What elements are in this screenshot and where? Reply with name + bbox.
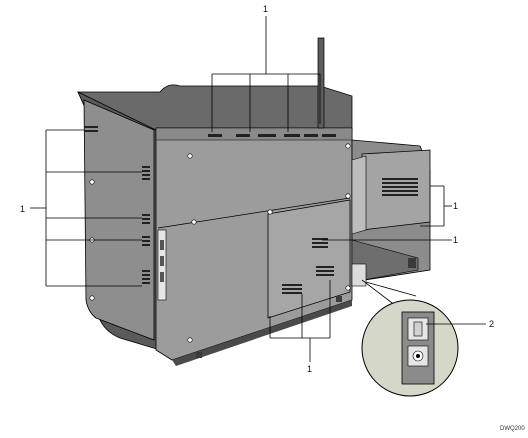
interface-panel	[157, 229, 167, 301]
callout-top: 1	[263, 4, 268, 14]
right-side-unit	[351, 139, 431, 283]
vent-rear-bottom	[282, 266, 334, 294]
vent-left-upper	[84, 126, 150, 180]
figure-code: DWQ200	[500, 426, 525, 432]
vent-left-middle	[142, 214, 150, 246]
vent-rear-center	[312, 238, 328, 248]
power-inlet	[351, 263, 367, 287]
vent-left-lower	[142, 270, 150, 284]
vent-right-unit	[382, 178, 418, 196]
leader-lines	[30, 16, 486, 362]
callout-switch: 2	[489, 319, 494, 329]
screws	[89, 143, 351, 343]
power-switch-inset	[361, 299, 459, 397]
callout-left: 1	[20, 204, 25, 214]
vent-top-rear	[208, 134, 336, 137]
callout-bottom: 1	[307, 364, 312, 374]
callout-right-upper: 1	[453, 201, 458, 211]
callout-right-middle: 1	[453, 235, 458, 245]
antenna	[317, 37, 325, 129]
zoom-lines	[361, 279, 417, 307]
printer-body	[77, 84, 353, 366]
